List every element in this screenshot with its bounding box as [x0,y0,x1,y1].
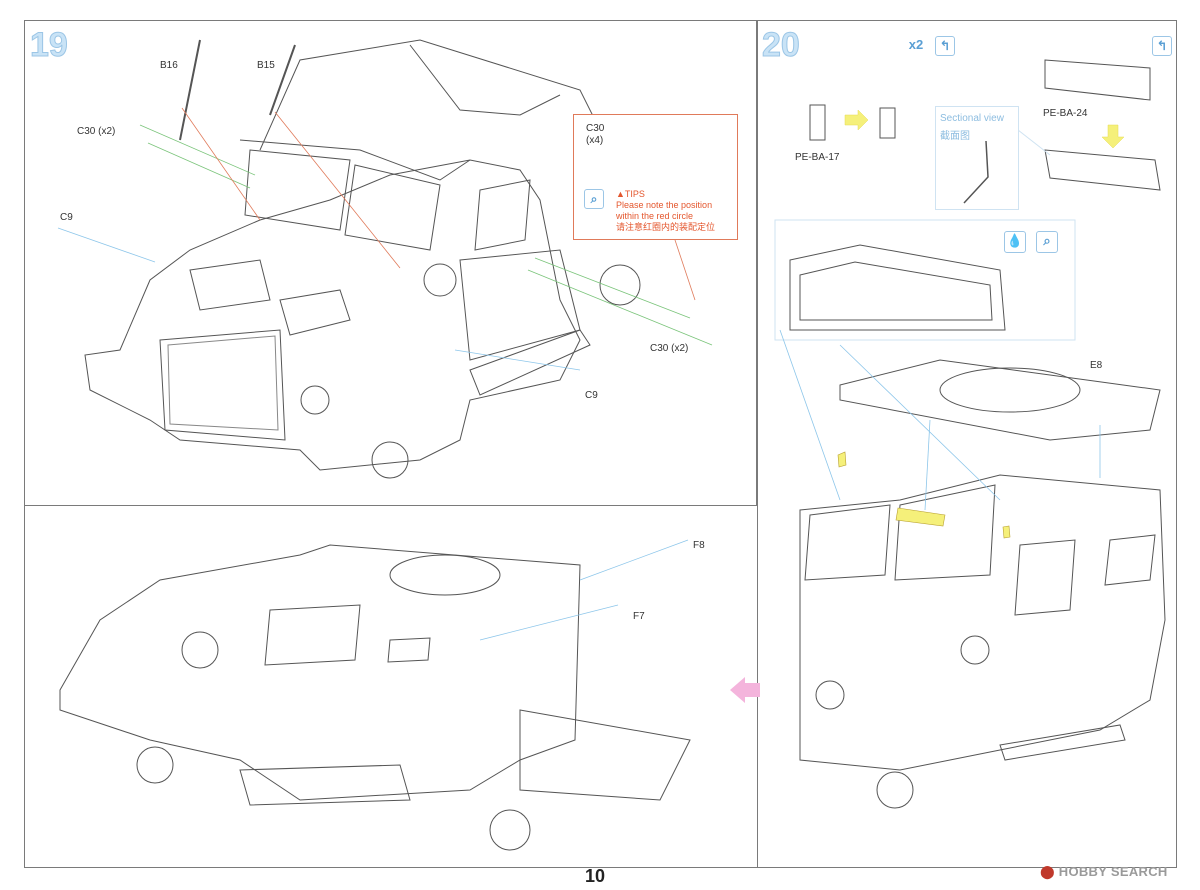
label-pe-ba-24: PE-BA-24 [1043,108,1088,119]
label-e8: E8 [1090,360,1103,371]
label-pe-ba-17: PE-BA-17 [795,152,840,163]
tips-line-3: 请注意红圈内的装配定位 [616,222,716,232]
label-f8: F8 [693,540,705,551]
flip-arrow-icon-right: ↰ [1152,36,1172,56]
yellow-arrows [844,109,1125,149]
highlighted-parts [837,451,1011,539]
glue-drop-icon: 💧 [1004,231,1026,253]
vehicle-front-drawing [84,39,641,479]
label-c30-x2-top: C30 (x2) [77,126,116,137]
pe-ba-17-part-drawing [809,104,896,141]
pe-ba-24-part-drawing [1044,59,1161,191]
label-c9-bottom: C9 [585,390,598,401]
watermark-logo-icon: ⬤ [1040,864,1059,879]
watermark: ⬤ HOBBY SEARCH [1040,864,1168,880]
vehicle-side-drawing [59,544,691,851]
sectional-view-cn: 截面图 [940,131,970,142]
label-f7: F7 [633,611,645,622]
step-20-number: 20 [762,26,801,64]
label-b16: B16 [160,60,178,71]
tips-box: C30 (x4) ⌕ ▲TIPS Please note the positio… [573,114,738,240]
tips-line-2: within the red circle [616,211,694,221]
pink-arrow [730,677,760,703]
roof-plate-e8-drawing [839,359,1161,441]
label-b15: B15 [257,60,275,71]
label-c9-left: C9 [60,212,73,223]
count-badge: x2 [903,36,929,56]
sectional-view-en: Sectional view [940,113,1004,124]
vehicle-step20-drawing [799,474,1166,809]
sectional-view-box: Sectional view 截面图 [935,106,1019,210]
step-20-panel [757,20,1177,868]
magnifier-icon: ⌕ [584,189,604,209]
label-c30-x2-right: C30 (x2) [650,343,689,354]
tips-count-label: (x4) [586,135,604,146]
watermark-text: HOBBY SEARCH [1058,864,1168,879]
page-number: 10 [585,866,606,886]
step-19-number: 19 [30,26,69,64]
magnifier-icon-step20: ⌕ [1036,231,1058,253]
sectional-view-drawing [963,140,989,204]
tips-part-label: C30 [586,123,605,134]
tips-line-1: Please note the position [616,200,713,210]
tips-title: ▲TIPS [616,189,645,199]
frame-detail-drawing [774,219,1076,341]
flip-arrow-icon: ↰ [935,36,955,56]
